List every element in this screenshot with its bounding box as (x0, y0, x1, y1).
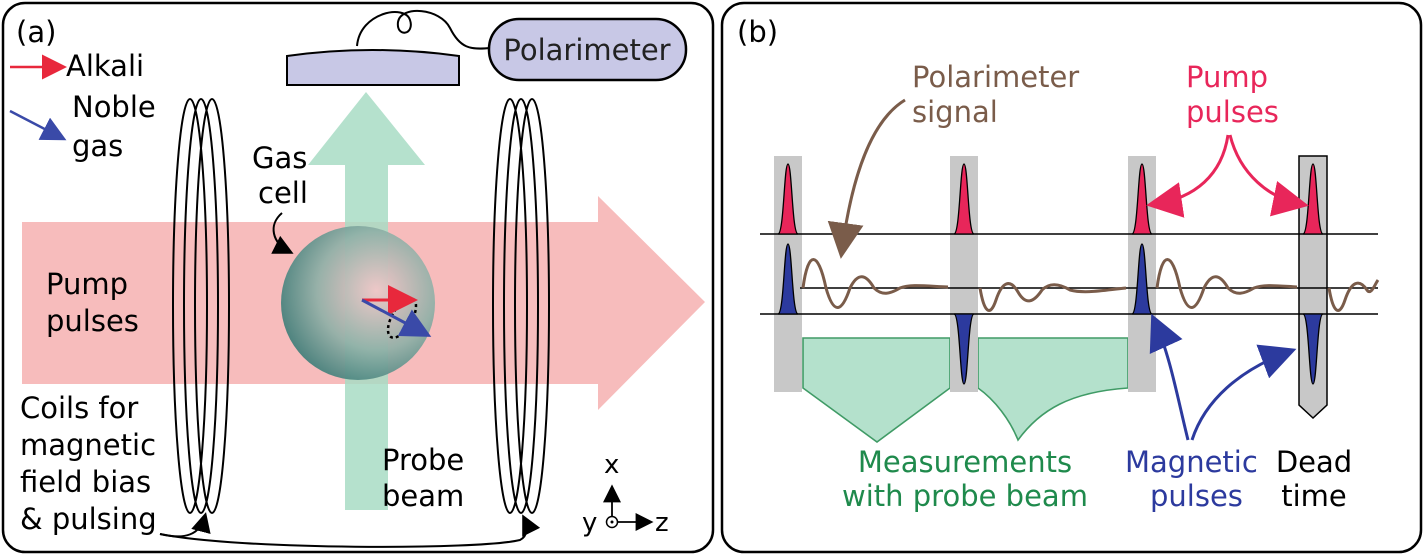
pump-pulses-label-2: pulses (1186, 95, 1279, 129)
dead-time-label-1: Dead (1276, 445, 1352, 479)
magnetic-pulses (777, 243, 1324, 385)
detector-cable (356, 9, 491, 50)
pump-label-2: pulses (46, 304, 139, 338)
polarimeter-label: Polarimeter (503, 33, 670, 67)
magnetic-pulse-3 (1131, 243, 1153, 315)
noble-legend-label-2: gas (72, 129, 123, 163)
alkali-legend-label: Alkali (66, 49, 144, 83)
magnetic-pulse-2 (953, 313, 975, 385)
signal-segment-3 (1155, 258, 1298, 309)
measurement-region-2 (977, 337, 1129, 442)
gas-cell (281, 226, 435, 380)
gas-cell-label-1: Gas (252, 141, 307, 175)
axis-x-label: x (604, 450, 619, 480)
noble-legend-label-1: Noble (72, 90, 156, 124)
pump-pulses-pointer-left (1146, 134, 1230, 218)
polarimeter-box (487, 17, 688, 82)
noble-spin-arrow (361, 298, 432, 337)
pump-pulse-4 (1302, 163, 1324, 235)
magnetic-pulses-pointer-right (1190, 344, 1297, 441)
measurements-label-2: with probe beam (842, 479, 1088, 513)
axis-y-label: y (582, 508, 597, 538)
signal-segment-1 (801, 258, 949, 309)
polarimeter-signal-label-1: Polarimeter (912, 60, 1079, 94)
axis-y-dot (610, 520, 614, 524)
panel-b-tag: (b) (737, 15, 778, 49)
magnetic-pulse-4 (1302, 313, 1324, 385)
detector-dish (286, 49, 460, 86)
magnetic-pulses-pointer-left (1149, 313, 1190, 441)
signal-segment-4 (1327, 279, 1380, 312)
pump-pulse-1 (777, 163, 799, 235)
magnetic-pulses-label-1: Magnetic (1125, 445, 1258, 479)
measurement-region-1 (802, 337, 951, 443)
measurements-label-1: Measurements (858, 445, 1072, 479)
gas-cell-pointer (271, 212, 294, 254)
pump-pulses-pointer-right (1228, 134, 1309, 217)
magnetic-pulse-1 (777, 243, 799, 315)
magnetic-pulses-label-2: pulses (1150, 479, 1243, 513)
coil-right (492, 98, 550, 514)
pump-label-1: Pump (46, 267, 128, 301)
gas-cell-label-2: cell (258, 176, 308, 210)
coils-label-2: magnetic (20, 428, 156, 462)
pump-pulse-2 (953, 163, 975, 235)
polarimeter-signal-label-2: signal (912, 95, 998, 129)
pump-pulses-label-1: Pump (1186, 60, 1268, 94)
coils-label-3: field bias (20, 465, 151, 499)
axis-z-label: z (655, 508, 669, 538)
noble-legend-arrow (9, 109, 67, 141)
signal-segment-2 (978, 282, 1127, 312)
coil-left (172, 98, 230, 514)
polarimeter-signals (801, 258, 1380, 312)
probe-label-2: beam (382, 479, 464, 513)
polarimeter-signal-pointer (827, 98, 906, 259)
coils-label-4: & pulsing (20, 502, 157, 536)
probe-label-1: Probe (382, 443, 464, 477)
dead-time-label-2: time (1281, 479, 1347, 513)
coils-label-1: Coils for (20, 391, 138, 425)
panel-a-tag: (a) (16, 15, 56, 49)
coils-pointer-right (159, 514, 541, 548)
